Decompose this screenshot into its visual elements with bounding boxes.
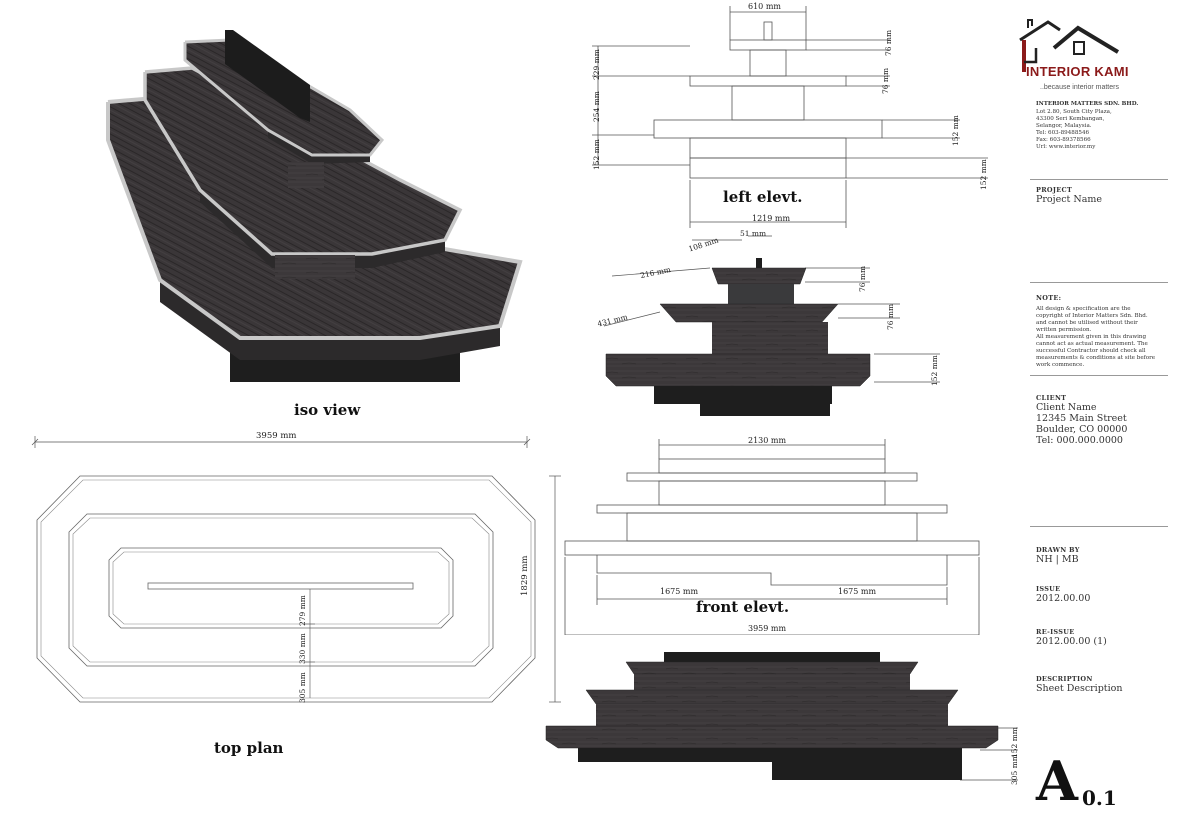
desc-value: Sheet Description <box>1036 683 1123 694</box>
project-value: Project Name <box>1036 194 1102 205</box>
company-line-1: Lot 2.80, South City Plaza, <box>1036 109 1112 115</box>
tb-divider <box>1030 179 1168 180</box>
issue-heading: ISSUE <box>1036 585 1061 593</box>
note-heading: NOTE: <box>1036 294 1062 302</box>
reissue-value: 2012.00.00 (1) <box>1036 636 1107 647</box>
company-line-6: Url: www.interior.my <box>1036 144 1096 150</box>
bottom-t2-dim: 305 mm <box>1010 754 1019 785</box>
client-line-1: 12345 Main Street <box>1036 413 1127 424</box>
note-line-1: copyright of Interior Matters Sdn. Bhd. <box>1036 313 1148 319</box>
note-line-2: and cannot be utilised without their <box>1036 320 1138 326</box>
note-line-6: successful Contractor should check all <box>1036 348 1146 354</box>
note-line-7: measurements & conditions at site before <box>1036 355 1156 361</box>
desc-heading: DESCRIPTION <box>1036 675 1093 683</box>
plan-d2-dim: 330 mm <box>298 633 307 664</box>
plan-depth-dim: 1829 mm <box>520 555 530 596</box>
note-line-0: All design & specification are the <box>1036 306 1131 312</box>
issue-value: 2012.00.00 <box>1036 593 1091 604</box>
front-top-dim: 2130 mm <box>748 436 787 445</box>
note-line-3: written permission. <box>1036 327 1092 333</box>
note-line-8: work commence. <box>1036 362 1085 368</box>
front-elevation-drawing <box>564 439 980 635</box>
client-line-3: Tel: 000.000.0000 <box>1036 435 1123 446</box>
house-logo-icon <box>1019 19 1120 72</box>
drawn-value: NH | MB <box>1036 554 1079 565</box>
mid-t1-dim: 76 mm <box>858 265 867 292</box>
tb-divider <box>1030 375 1168 376</box>
iso-view-drawing <box>106 30 523 382</box>
company-line-2: 43300 Seri Kembangan, <box>1036 116 1105 122</box>
left-t4-dim: 152 mm <box>979 159 988 190</box>
company-line-3: Selangor, Malaysia. <box>1036 123 1092 129</box>
reissue-heading: RE-ISSUE <box>1036 628 1075 636</box>
plan-width-dim: 3959 mm <box>256 431 297 441</box>
front-half-left-dim: 1675 mm <box>660 587 699 596</box>
front-total-dim: 3959 mm <box>748 624 787 633</box>
project-heading: PROJECT <box>1036 186 1073 194</box>
left-t1-dim: 76 mm <box>884 29 893 56</box>
tb-divider <box>1030 282 1168 283</box>
left-h3-dim: 152 mm <box>592 139 601 170</box>
logo-tagline: ..because interior matters <box>1040 84 1119 91</box>
left-h2-dim: 254 mm <box>592 91 601 122</box>
logo-text: INTERIOR KAMI <box>1026 64 1129 79</box>
client-heading: CLIENT <box>1036 394 1067 402</box>
plan-d3-dim: 305 mm <box>298 672 307 703</box>
company-line-4: Tel: 603-89488546 <box>1036 130 1090 136</box>
company-line-5: Fax: 603-89378566 <box>1036 137 1091 143</box>
mid-t2-dim: 76 mm <box>886 303 895 330</box>
company-line-0: INTERIOR MATTERS SDN. BHD. <box>1036 101 1139 107</box>
tb-divider <box>1030 526 1168 527</box>
note-line-4: All measurement given in this drawing <box>1036 334 1147 340</box>
plan-d1-dim: 279 mm <box>298 595 307 626</box>
front-elevation-label: front elevt. <box>696 598 790 616</box>
title-block: INTERIOR KAMI ..because interior matters… <box>1019 0 1188 840</box>
drawn-heading: DRAWN BY <box>1036 546 1080 554</box>
left-top-width-dim: 610 mm <box>748 2 781 11</box>
left-elevation-label: left elevt. <box>723 188 803 206</box>
client-line-0: Client Name <box>1036 402 1097 413</box>
iso-view-label: iso view <box>294 401 361 419</box>
sheet-letter: A <box>1036 749 1078 813</box>
client-line-2: Boulder, CO 00000 <box>1036 424 1128 435</box>
left-elevation-render <box>603 235 940 416</box>
left-t2-dim: 76 mm <box>881 67 890 94</box>
front-half-right-dim: 1675 mm <box>838 587 877 596</box>
left-h1-dim: 229 mm <box>592 49 601 80</box>
left-base-width-dim: 1219 mm <box>752 214 791 223</box>
front-elevation-render <box>545 652 1018 781</box>
top-plan-label: top plan <box>214 739 284 757</box>
note-line-5: cannot act as actual measurement. The <box>1036 341 1148 347</box>
left-elevation-drawing <box>592 6 988 228</box>
left-t3-dim: 152 mm <box>951 115 960 146</box>
mid-b-dim: 51 mm <box>740 229 767 238</box>
sheet-number: 0.1 <box>1082 786 1117 810</box>
top-plan-drawing <box>31 436 561 703</box>
mid-t3-dim: 152 mm <box>930 355 939 386</box>
